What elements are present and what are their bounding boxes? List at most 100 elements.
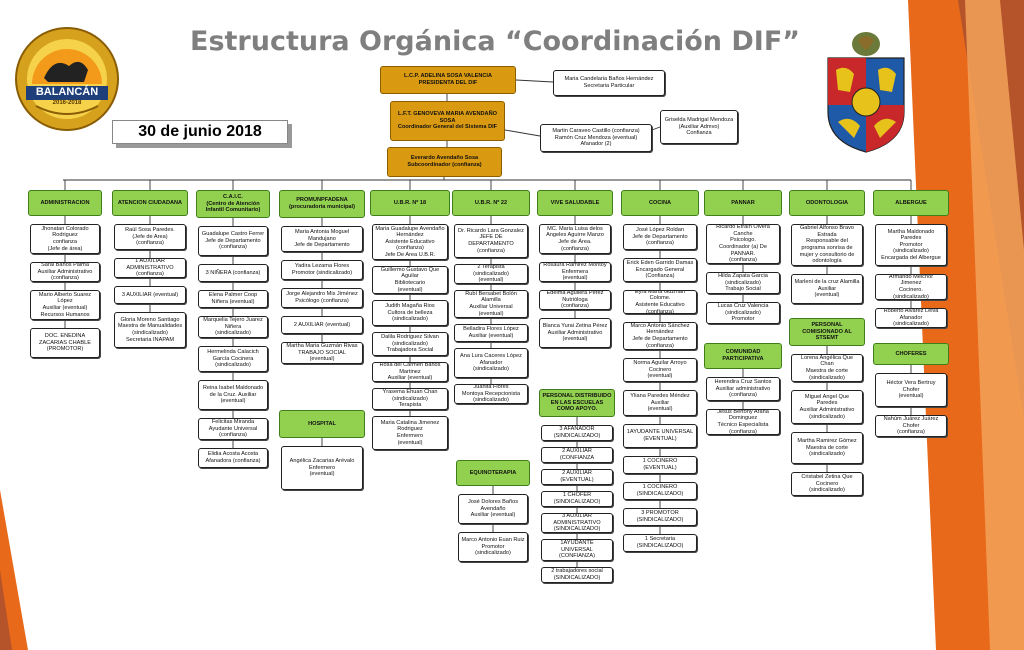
dept-header-2: C.A.I.C. (Centro de Atención Infantil Co… (196, 190, 270, 218)
dept-1-item-2-text: 3 AUXILIAR (eventual) (121, 291, 179, 298)
dept-7-item-0: José Dolores Baños Avendaño Auxiliar (ev… (458, 494, 528, 524)
tabasco-crest (824, 30, 908, 154)
dept-2-item-7-text: Elidia Acosta Acosta Afanadora (confianz… (205, 451, 261, 464)
dept-1-item-3-text: Gloria Moreno Santiago Maestra de Manual… (117, 316, 183, 343)
dept-5-item-4: Rosa del Carmen Baños Martinez Auxiliar … (372, 362, 448, 382)
dept-10-item-1: Erick Eden Garrido Damas Encargado Gener… (623, 258, 697, 282)
dept-5-item-0-text: Maria Guadalupe Avendaño Hernández Asist… (375, 225, 445, 258)
dept-15-item-0-text: Martha Maldonado Paredes Promotor (sindi… (881, 228, 941, 261)
dept-4-item-0-text: Angélica Zacarias Arévalo Enfermero (eve… (289, 458, 355, 478)
dept-header-13: ODONTOLOGIA (789, 190, 865, 216)
dept-8-item-1: Rosaura Ramirez Montoy Enfermera (eventu… (539, 262, 611, 282)
dept-9-item-0-text: 3 AFANADOR (SINDICALIZADO) (553, 426, 601, 439)
dept-16-item-0-text: Héctor Vera Bertruy Chofer (eventual) (886, 380, 936, 400)
dept-12-item-1: Jesus Bertony Arana Dominguez Técnico Es… (706, 409, 780, 435)
dept-2-item-3: Marquelia Tejero Juarez Niñera (sindical… (198, 316, 268, 338)
dept-5-item-5: Yrasema Ehuan Chan (sindicalizado) Terap… (372, 388, 448, 410)
dept-10-item-8-text: 1 COCINERO (SINDICALIZADO) (636, 484, 684, 497)
dept-8-item-2: Edelma Aguilera Pérez Nutrióloga (confia… (539, 290, 611, 310)
dept-5-item-6: Maria Catalina Jimenez Rodriguez Enferme… (372, 416, 448, 450)
president-node-text: L.C.P. ADELINA SOSA VALENCIA PRESIDENTA … (403, 73, 493, 86)
dept-10-item-5-text: Yliana Paredes Méndez Auxiliar (eventual… (630, 393, 690, 413)
dept-header-16-text: CHOFERES (895, 350, 927, 357)
dept-10-item-4: Norma Aguilar Arroyo Cocinero (eventual) (623, 358, 697, 382)
dept-14-item-2-text: Martha Ramirez Gómez Maestra de corte (s… (797, 438, 857, 458)
dept-13-item-0-text: Gabriel Alfonso Bravo Estrada Responsabl… (799, 225, 855, 265)
dept-9-item-6-text: 2 trabajadores social (SINDICALIZADO) (551, 568, 603, 581)
dept-0-item-1: Sarai Baños Palma Auxiliar Administrativ… (30, 262, 100, 282)
dept-header-15: ALBERGUE (873, 190, 949, 216)
dept-7-item-0-text: José Dolores Baños Avendaño Auxiliar (ev… (467, 499, 519, 519)
dept-3-item-1-text: Yadira Lezama Flores Promotor (sindicali… (291, 263, 353, 276)
dept-header-2-text: C.A.I.C. (Centro de Atención Infantil Co… (205, 194, 261, 214)
dept-11-item-2-text: Lucas Cruz Valencia (sindicalizado) Prom… (717, 303, 769, 323)
dept-10-item-2-text: Eyra María Guzmán Colome. Asistente Educ… (634, 290, 686, 314)
logo-emblem-icon (15, 27, 119, 131)
dept-header-1: ATENCION CIUDADANA (112, 190, 188, 216)
dept-10-item-10-text: 1 Secretaria (SINDICALIZADO) (636, 536, 684, 549)
dept-9-item-4: 3 AUXILIAR ADMINISTRATIVO (SINDICALIZADO… (541, 513, 613, 533)
dept-8-item-3-text: Blanca Yurai Zetina Pérez Auxiliar Admin… (542, 323, 608, 343)
dept-2-item-4-text: Hermelinda Calacich García Cocinera (sin… (207, 349, 259, 369)
dept-10-item-3: Marco Antonio Sánchez Hernández Jefe de … (623, 322, 697, 350)
dept-header-7: EQUINOTERAPIA (456, 460, 530, 486)
dept-10-item-1-text: Erick Eden Garrido Damas Encargado Gener… (626, 260, 694, 280)
dept-header-12-text: COMUNIDAD PARTICIPATIVA (722, 349, 764, 362)
secretary-node-text: Maria Candelaria Baños Hernández Secreta… (564, 76, 654, 89)
dept-5-item-3: Dalila Rodriguez Silvan (sindicalizado) … (372, 332, 448, 356)
dept-header-10-text: COCINA (648, 199, 672, 206)
dept-5-item-1: Guillermo Gustavo Que Aguilar Biblioteca… (372, 266, 448, 294)
dept-6-item-1: 2 Terapista (sindicalizado) (eventual) (454, 264, 528, 284)
dept-3-item-0: Maria Antonia Moguel Mandujano Jefe de D… (281, 226, 363, 252)
dept-7-item-1: Marco Antonio Euan Ruiz Promotor (sindic… (458, 532, 528, 562)
dept-5-item-2: Judith Magaña Rios Cultora de belleza (s… (372, 300, 448, 326)
dept-10-item-8: 1 COCINERO (SINDICALIZADO) (623, 482, 697, 500)
balancan-logo: BALANCÁN 2016-2018 (14, 26, 120, 132)
dept-0-item-0: Jhonatan Colorado Rodriguez confianza (J… (30, 224, 100, 254)
dept-header-0-text: ADMINISTRACION (40, 199, 90, 206)
bottom-left-brown (0, 570, 12, 650)
dept-3-item-3-text: 2 AUXILIAR (eventual) (293, 321, 351, 328)
dept-16-item-1-text: Nahúm Juárez Juárez Chofer (confianza) (883, 416, 939, 436)
dept-1-item-1: 1 AUXILIAR ADMINISTRATIVO (confianza) (114, 258, 186, 278)
dept-2-item-3-text: Marquelia Tejero Juarez Niñera (sindical… (203, 317, 263, 337)
dept-header-5: U.B.R. Nº 18 (370, 190, 450, 216)
dept-9-item-1-text: 2 AUXILIAR (CONFIANZA (559, 448, 595, 461)
dept-3-item-2: Jorge Alejandro Mis Jiménez Psicólogo (c… (281, 288, 363, 308)
dept-header-8-text: VIVE SALUDABLE (550, 199, 600, 206)
dept-10-item-0: José López Roldan Jefe de Departamento (… (623, 224, 697, 250)
dept-15-item-1: Armando Melchor Jimenez Cocinero. (sindi… (875, 274, 947, 300)
date-label: 30 de junio 2018 (112, 120, 288, 144)
dept-header-3-text: PROMUNPFADENA (procuradoria municipal) (289, 197, 355, 210)
dept-0-item-3-text: DOC. ENEDINA ZACARIAS CHABLE (PROMOTOR) (39, 333, 91, 353)
dept-8-item-0-text: MC. Maria Luisa delos Angeles Aguirre Ma… (546, 225, 604, 252)
dept-8-item-3: Blanca Yurai Zetina Pérez Auxiliar Admin… (539, 318, 611, 348)
dept-header-11: PANNAR (704, 190, 782, 216)
president-node: L.C.P. ADELINA SOSA VALENCIA PRESIDENTA … (380, 66, 516, 94)
assistants-node: Martin Caraveo Castillo (confianza) Ramó… (540, 124, 652, 152)
dept-5-item-4-text: Rosa del Carmen Baños Martinez Auxiliar … (379, 362, 441, 382)
aux-admin-node: Griselda Madrigal Mendoza (Auxiliar Admv… (660, 110, 738, 144)
dept-10-item-5: Yliana Paredes Méndez Auxiliar (eventual… (623, 390, 697, 416)
dept-14-item-0-text: Lorena Angélica Que Chan Maestra de cort… (800, 354, 854, 381)
dept-0-item-0-text: Jhonatan Colorado Rodriguez confianza (J… (41, 225, 89, 252)
dept-11-item-0-text: Ricardo Efraín Olvera Canche Psicologo. … (716, 224, 770, 264)
light-orange-band (965, 0, 1024, 650)
dept-header-9-text: PERSONAL DISTRIBUIDO EN LAS ESCUELAS COM… (542, 393, 612, 413)
dept-header-4-text: HOSPITAL (308, 420, 336, 427)
dept-3-item-4: Martha Maria Guzmán Rivas TRABAJO SOCIAL… (281, 342, 363, 364)
dept-9-item-3-text: 1 CHOFER (SINDICALIZADO) (553, 492, 601, 505)
dept-6-item-0: Dr. Ricardo Lara Gonzalez JEFE DE DEPART… (454, 224, 528, 258)
dept-header-14-text: PERSONAL COMISIONADO AL STSEMT (802, 322, 852, 342)
dept-header-7-text: EQUINOTERAPIA (469, 469, 517, 476)
dept-14-item-3: Cristabel Zetina Que Cocinero (sindicali… (791, 472, 863, 496)
dept-5-item-3-text: Dalila Rodriguez Silvan (sindicalizado) … (381, 334, 439, 354)
dept-9-item-1: 2 AUXILIAR (CONFIANZA (541, 447, 613, 463)
logo-name: BALANCÁN (35, 86, 99, 98)
dept-2-item-2: Elena Palmer Coop Niñera (eventual) (198, 290, 268, 308)
dept-header-15-text: ALBERGUE (895, 199, 927, 206)
dept-13-item-1: Marleni de la cruz Alamilla Auxiliar (ev… (791, 274, 863, 304)
dept-13-item-0: Gabriel Alfonso Bravo Estrada Responsabl… (791, 224, 863, 266)
bottom-left-triangle (0, 490, 28, 650)
